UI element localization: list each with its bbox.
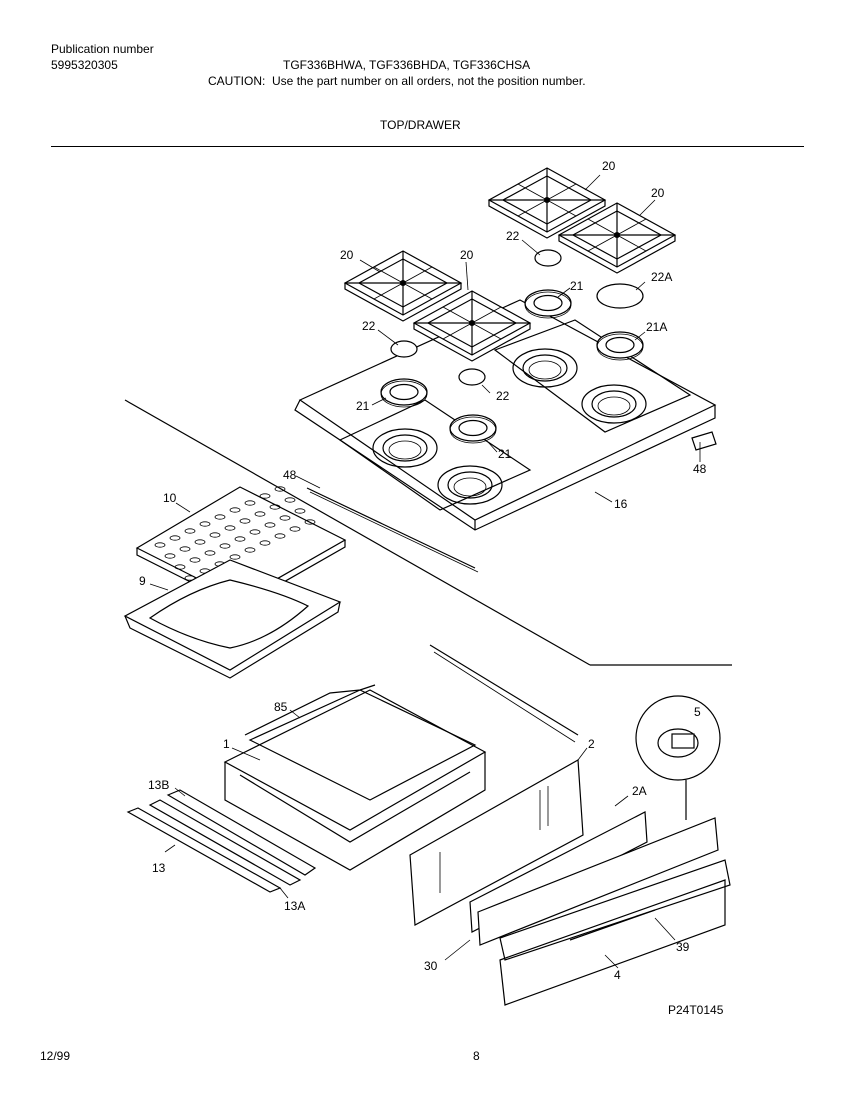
broiler-grid-slot: [244, 500, 256, 506]
callout-rail-upper: 13B: [148, 778, 169, 792]
cooktop-assembly: [294, 299, 717, 573]
header-divider: [51, 146, 804, 147]
callout-broiler-pan: 9: [139, 574, 146, 588]
broiler-grid-slot: [199, 521, 211, 527]
broiler-grid-slot: [304, 519, 316, 525]
broiler-grid-slot: [279, 515, 291, 521]
callout-head-front: 21: [498, 447, 512, 461]
footer-date: 12/99: [40, 1049, 71, 1063]
broiler-grid-slot: [174, 564, 186, 570]
broiler-grid-slot: [189, 557, 201, 563]
broiler-grid-slot: [194, 539, 206, 545]
broiler-grid-slot: [289, 526, 301, 532]
drawer-body: [223, 684, 487, 871]
callout-broiler-grid: 10: [163, 491, 177, 505]
callout-drawer-front-trim: 2A: [632, 784, 647, 798]
broiler-grid-slot: [269, 504, 281, 510]
callout-knob: 5: [694, 705, 701, 719]
knob-detail: [635, 695, 721, 820]
callout-cooktop: 16: [614, 497, 628, 511]
page-number: 8: [473, 1049, 480, 1063]
callout-drawer-body: 1: [223, 737, 230, 751]
broiler-grid-slot: [239, 518, 251, 524]
broiler-grid-slot: [224, 525, 236, 531]
broiler-grid-slot: [234, 536, 246, 542]
drawer-side-panel: [409, 759, 584, 926]
broiler-grid-slot: [294, 508, 306, 514]
broiler-grid-slot: [259, 540, 271, 546]
broiler-grid-slot: [264, 522, 276, 528]
callout-rail-lower: 13: [152, 861, 166, 875]
callout-head-left: 21: [356, 399, 370, 413]
broiler-grid-slot: [219, 543, 231, 549]
broiler-grid-slot: [209, 532, 221, 538]
broiler-pan: [123, 559, 342, 679]
publication-label: Publication number: [51, 42, 154, 56]
callout-cap-left: 22: [362, 319, 376, 333]
callout-cap-upper: 22: [506, 229, 520, 243]
broiler-grid-slot: [274, 533, 286, 539]
caution-note: CAUTION: Use the part number on all orde…: [208, 74, 586, 89]
publication-number: 5995320305: [51, 58, 118, 72]
broiler-grid-slot: [229, 554, 241, 560]
broiler-grid-slot: [179, 546, 191, 552]
model-numbers: TGF336BHWA, TGF336BHDA, TGF336CHSA: [283, 58, 531, 72]
broiler-grid-slot: [169, 535, 181, 541]
callout-handle: 39: [676, 940, 690, 954]
broiler-grid-slot: [244, 547, 256, 553]
callout-head-upper: 21: [570, 279, 584, 293]
callout-grate-right: 20: [651, 186, 665, 200]
broiler-grid-slot: [184, 528, 196, 534]
callout-screw: 30: [424, 959, 438, 973]
callout-cap-right: 22A: [651, 270, 672, 284]
leader-lines: [149, 174, 701, 969]
broiler-grid-slot: [284, 497, 296, 503]
broiler-grid-slot: [164, 553, 176, 559]
callout-cap-center: 22: [496, 389, 510, 403]
callout-grate-center: 20: [460, 248, 474, 262]
section-title: TOP/DRAWER: [380, 118, 461, 132]
broiler-grid-slot: [229, 507, 241, 513]
callout-drawer-panel: 4: [614, 968, 621, 982]
caution-text: Use the part number on all orders, not t…: [272, 74, 586, 88]
caution-label: CAUTION:: [208, 74, 266, 88]
callout-drawer-side: 2: [588, 737, 595, 751]
callout-grate-top: 20: [602, 159, 616, 173]
callout-rail-mid: 13A: [284, 899, 305, 913]
broiler-grid-slot: [249, 529, 261, 535]
callout-trim-right: 48: [693, 462, 707, 476]
broiler-grid-slot: [204, 550, 216, 556]
callout-trim-left: 48: [283, 468, 297, 482]
broiler-grid-slot: [274, 486, 286, 492]
drawing-code: P24T0145: [668, 1003, 724, 1017]
broiler-grid-slot: [254, 511, 266, 517]
broiler-grid-slot: [154, 542, 166, 548]
broiler-grid-slot: [214, 514, 226, 520]
callout-drawer-liner: 85: [274, 700, 288, 714]
callout-grate-left: 20: [340, 248, 354, 262]
callout-head-right: 21A: [646, 320, 667, 334]
broiler-grid-slot: [259, 493, 271, 499]
callout-labels: 20 20 20 20 22 22 22 22A 21 21A 21 21 48…: [139, 159, 707, 982]
